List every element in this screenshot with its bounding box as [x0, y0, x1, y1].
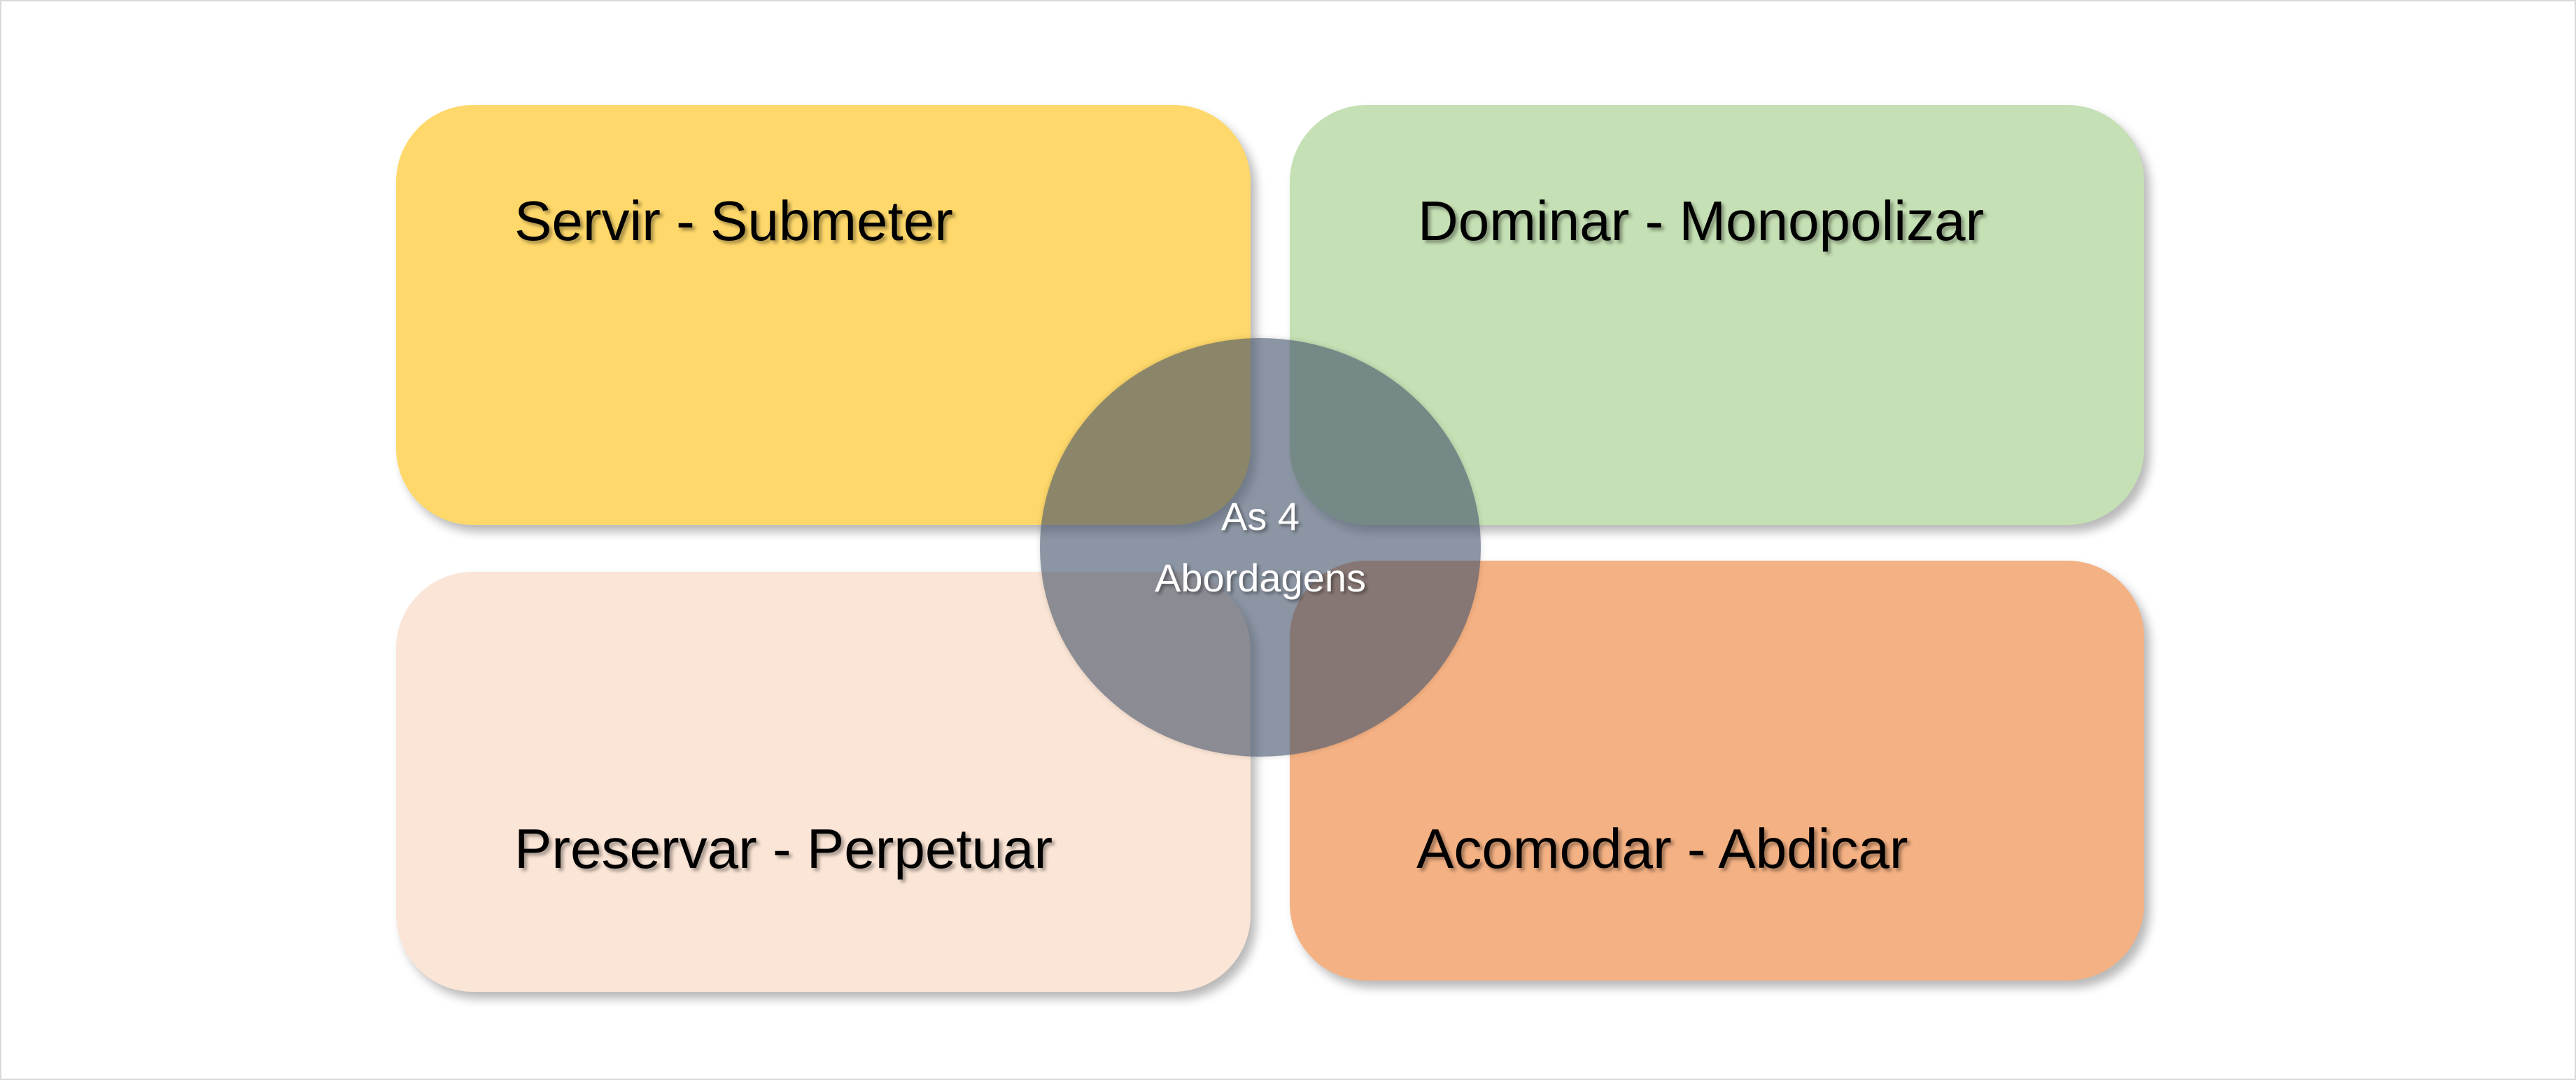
quadrant-dominar-monopolizar: Dominar - Monopolizar [1290, 105, 2144, 525]
center-label-line2: Abordagens [1154, 556, 1366, 600]
quadrant-label: Servir - Submeter [514, 190, 953, 252]
quadrant-label: Preservar - Perpetuar [514, 818, 1053, 880]
center-circle: As 4 Abordagens [1040, 338, 1481, 757]
center-label-line1: As 4 [1220, 494, 1300, 538]
quadrant-label: Acomodar - Abdicar [1416, 818, 1908, 880]
quadrant-label: Dominar - Monopolizar [1418, 190, 1985, 252]
